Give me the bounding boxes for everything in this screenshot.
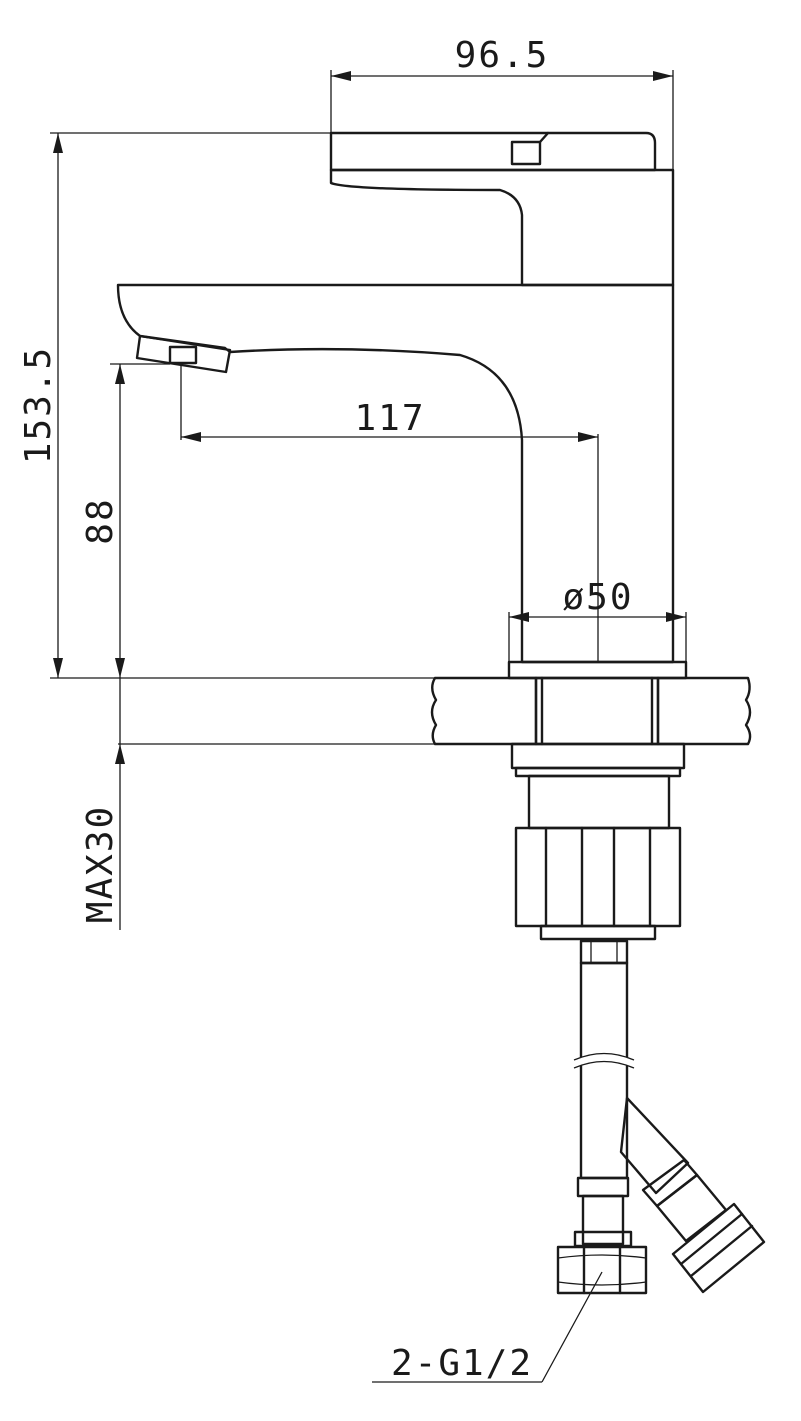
- label-overall-width: 96.5: [455, 35, 550, 76]
- shank-bottom: [539, 924, 657, 941]
- dimension-labels: 96.5 153.5 117 88 ø50 MAX30 2-G1/2: [18, 35, 633, 1384]
- hex-nut-right: [671, 1202, 766, 1294]
- label-spout-reach: 117: [354, 398, 425, 439]
- braided-hose-left: [579, 961, 629, 1180]
- threaded-shank: [527, 774, 671, 830]
- supply-hoses: [556, 939, 766, 1295]
- handle-indicator: [510, 140, 542, 166]
- cartridge-housing: [329, 168, 675, 287]
- handle-bevel: [538, 131, 550, 144]
- label-spout-height: 88: [80, 497, 121, 544]
- faucet-body: [116, 131, 675, 664]
- countertop-section: [118, 676, 752, 746]
- braided-hose-right: [619, 1096, 690, 1195]
- label-overall-height: 153.5: [18, 346, 59, 464]
- hex-nut-left: [556, 1245, 648, 1295]
- mounting-hardware: [507, 660, 688, 941]
- label-base-diameter: ø50: [562, 577, 633, 618]
- label-max-thickness: MAX30: [80, 805, 121, 923]
- countertop-left: [430, 676, 538, 746]
- hose-fitting-top: [579, 939, 629, 965]
- dimension-lines: [50, 70, 687, 1383]
- countertop-right: [656, 676, 752, 746]
- spout-body: [116, 283, 675, 664]
- base-ring: [507, 660, 688, 680]
- washer: [510, 742, 686, 770]
- fixing-nut: [514, 826, 682, 928]
- ferrule-right: [641, 1158, 699, 1208]
- mounting-shank: [534, 676, 660, 746]
- ferrule-left: [576, 1176, 630, 1198]
- aerator-outlet: [168, 345, 198, 365]
- aerator: [135, 334, 232, 374]
- thread-leader: [541, 1271, 603, 1383]
- label-thread-spec: 2-G1/2: [391, 1343, 533, 1384]
- faucet-handle: [329, 131, 657, 172]
